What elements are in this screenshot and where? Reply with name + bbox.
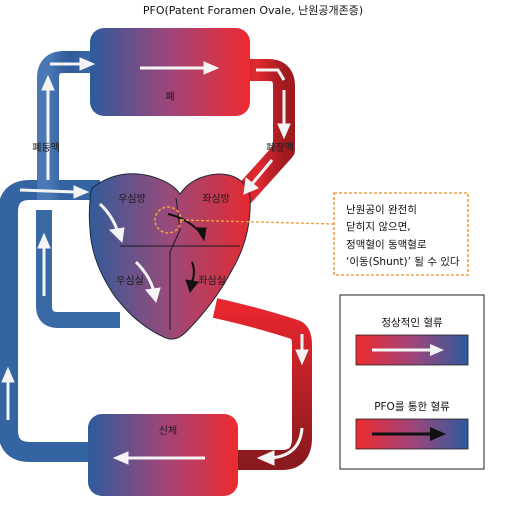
normal-flow-arrows (1, 57, 309, 466)
lung-organ (90, 28, 250, 116)
callout-line-3: 정맥혈이 동맥혈로 (346, 238, 427, 251)
legend-normal-label: 정상적인 혈류 (381, 316, 443, 329)
heart-vertical-septum (169, 197, 181, 330)
legend-pfo-label: PFO를 통한 혈류 (374, 400, 450, 413)
right-ventricle-outflow (36, 210, 120, 328)
body-organ (88, 414, 238, 496)
pfo-callout: 난원공이 완전히 닫히지 않으면, 정맥혈이 동맥혈로 ‘이동(Shunt)’ … (333, 192, 469, 276)
pulmonary-artery-vessel (37, 51, 92, 200)
label-lung: 폐 (165, 91, 174, 103)
legend-pfo-arrow (430, 427, 446, 441)
diagram-title: PFO(Patent Foramen Ovale, 난원공개존증) (143, 4, 363, 17)
callout-line-2: 닫히지 않으면, (346, 221, 411, 233)
label-left-ventricle: 좌심실 (198, 275, 226, 287)
label-left-atrium: 좌심방 (202, 193, 230, 205)
label-right-atrium: 우심방 (118, 193, 146, 205)
legend: 정상적인 혈류 PFO를 통한 혈류 (339, 294, 485, 470)
callout-line-4: ‘이동(Shunt)’ 될 수 있다 (346, 256, 460, 268)
label-body: 신체 (159, 425, 177, 437)
label-pulmonary-vein: 폐정맥 (266, 142, 294, 154)
callout-leader-line (180, 219, 335, 225)
legend-normal-arrow (430, 344, 444, 356)
callout-line-1: 난원공이 완전히 (346, 203, 417, 216)
label-pulmonary-artery: 폐동맥 (32, 142, 60, 154)
label-right-ventricle: 우심실 (116, 275, 144, 287)
pfo-flow-arrows (167, 213, 207, 294)
